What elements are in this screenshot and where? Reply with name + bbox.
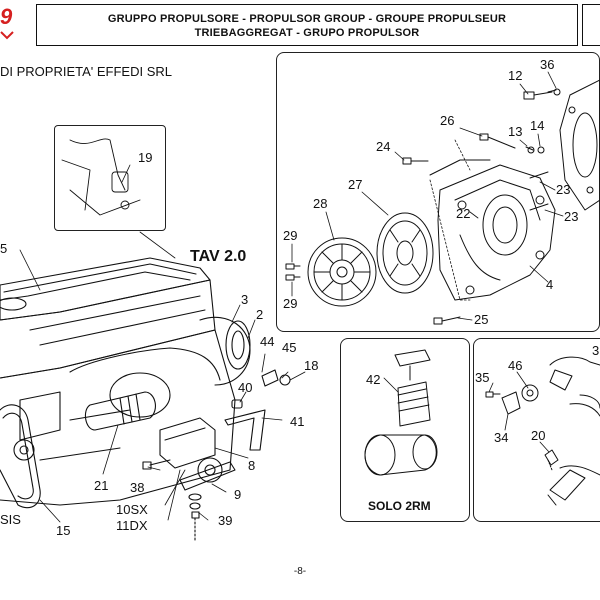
callout-22: 22 [456, 206, 471, 221]
callout-41: 41 [290, 414, 305, 429]
callout-3-right: 3 [592, 343, 600, 358]
callout-40: 40 [238, 380, 253, 395]
solo-2rm-gear-drawing [364, 349, 438, 476]
solo-2rm-label: SOLO 2RM [368, 499, 431, 513]
brand-logo: 9 [0, 4, 12, 29]
callout-4: 4 [546, 277, 554, 292]
header-title-line1: GRUPPO PROPULSORE - PROPULSOR GROUP - GR… [107, 13, 507, 25]
engine-leader-lines [19, 164, 306, 523]
callout-44: 44 [260, 334, 275, 349]
callout-12: 12 [508, 68, 523, 83]
callout-23-top: 23 [556, 182, 571, 197]
callout-18: 18 [304, 358, 319, 373]
callout-13: 13 [508, 124, 523, 139]
engine-block-drawing [0, 257, 291, 541]
sensor-19-drawing [61, 138, 141, 216]
header-title-box: GRUPPO PROPULSORE - PROPULSOR GROUP - GR… [36, 4, 578, 46]
callout-3: 3 [241, 292, 249, 307]
header-title-line2: TRIEBAGGREGAT - GRUPO PROPULSOR [194, 27, 420, 39]
clutch-disc-27 [376, 212, 434, 294]
callout-2: 2 [256, 307, 264, 322]
clutch-pressure-plate-28 [307, 237, 377, 307]
callout-45: 45 [282, 340, 297, 355]
callout-42: 42 [366, 372, 381, 387]
clutch-leader-lines [291, 71, 564, 321]
callout-21: 21 [94, 478, 109, 493]
callout-34: 34 [494, 430, 509, 445]
callout-14: 14 [530, 118, 545, 133]
bellhousing-4 [429, 159, 556, 301]
callout-27: 27 [348, 177, 363, 192]
copyright-notice: DI PROPRIETA' EFFEDI SRL [0, 64, 172, 79]
callout-39: 39 [218, 513, 233, 528]
callout-38: 38 [130, 480, 145, 495]
callout-5: 5 [0, 241, 8, 256]
page-number: -8- [293, 566, 307, 577]
callout-sis: SIS [0, 512, 21, 527]
callout-26: 26 [440, 113, 455, 128]
model-label-tav: TAV 2.0 [190, 248, 247, 265]
clutch-exploded-panel [276, 52, 600, 332]
callout-36: 36 [540, 57, 555, 72]
gearbox-housing-right [559, 79, 600, 211]
header-corner-box [582, 4, 600, 46]
callout-29-bottom: 29 [283, 296, 298, 311]
callout-23-bottom: 23 [564, 209, 579, 224]
shift-detail-drawing [485, 356, 600, 506]
callout-10sx: 10SX [116, 502, 148, 517]
callout-25: 25 [474, 312, 489, 327]
sensor-detail-panel [54, 125, 166, 231]
callout-15: 15 [56, 523, 71, 538]
callout-29-top: 29 [283, 228, 298, 243]
callout-8: 8 [248, 458, 256, 473]
solo-2rm-panel [340, 338, 470, 522]
callout-46: 46 [508, 358, 523, 373]
callout-11dx: 11DX [116, 518, 148, 533]
clutch-bolts [285, 88, 561, 325]
callout-24: 24 [376, 139, 391, 154]
callout-28: 28 [313, 196, 328, 211]
callout-9: 9 [234, 487, 242, 502]
shift-detail-panel [473, 338, 600, 522]
callout-20: 20 [531, 428, 546, 443]
logo-mark-icon [0, 31, 14, 40]
shift-leader-lines [488, 371, 550, 453]
callout-19: 19 [138, 150, 153, 165]
callout-35: 35 [475, 370, 490, 385]
